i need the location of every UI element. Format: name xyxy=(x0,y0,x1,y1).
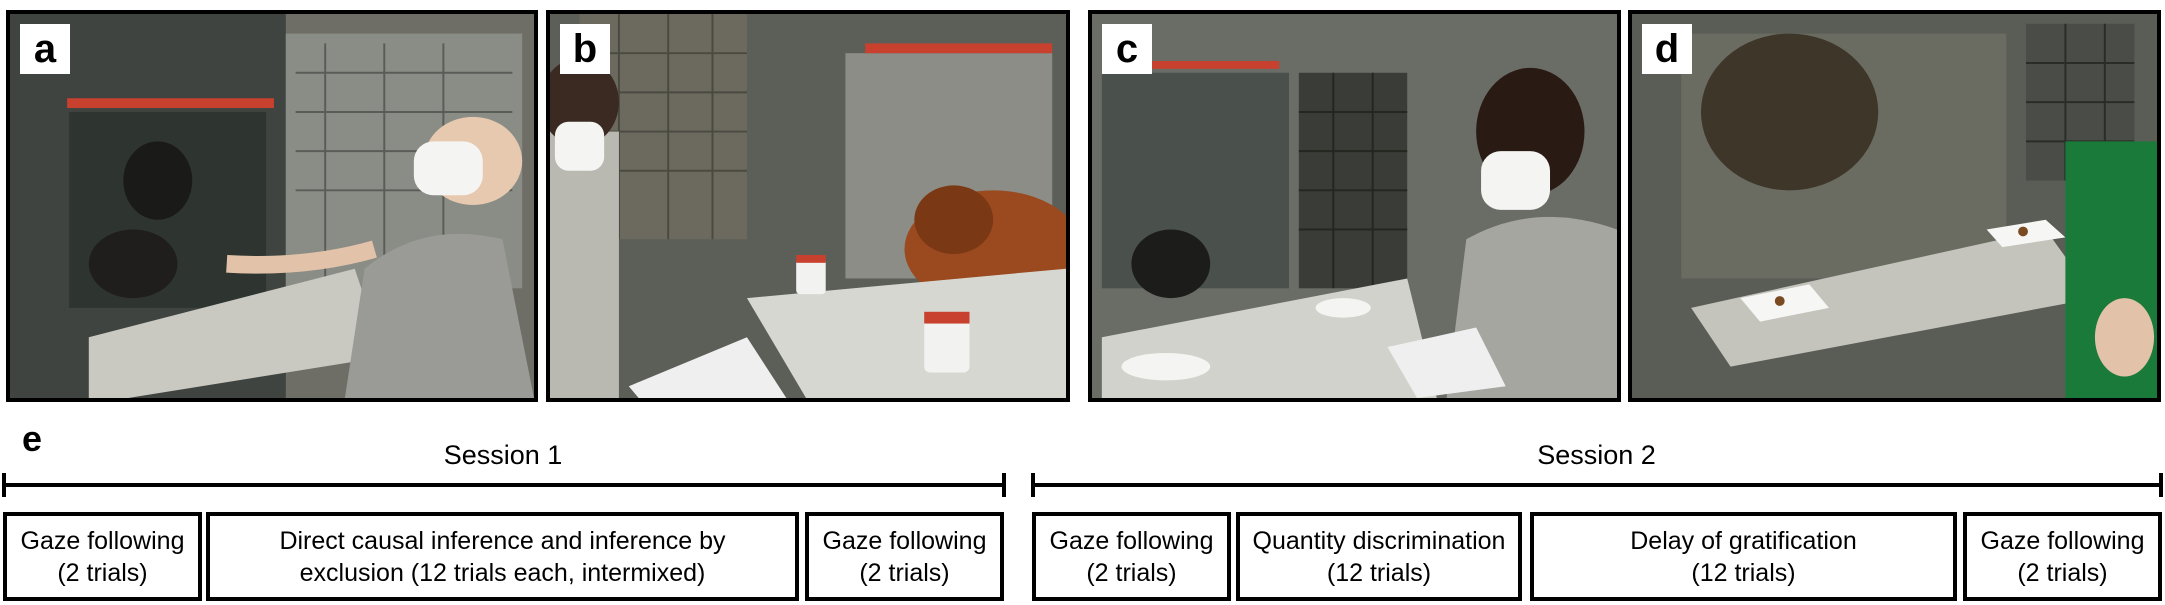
box-line-1: Gaze following xyxy=(1049,526,1214,555)
panel-label-c: c xyxy=(1102,24,1152,74)
panel-label-a: a xyxy=(20,24,70,74)
box-line-2: (2 trials) xyxy=(859,558,950,587)
box-line-2: (12 trials) xyxy=(1326,558,1432,587)
box-line-1: Direct causal inference and inference by xyxy=(279,526,726,555)
session-1-bracket xyxy=(2,473,1006,513)
photo-chimp-juvenile-with-experimenter xyxy=(1092,14,1617,398)
photo-orangutan-with-experimenter xyxy=(550,14,1066,398)
session-2-title: Session 2 xyxy=(1537,440,1656,470)
session-1-box-causal-inference: Direct causal inference and inference by… xyxy=(206,512,799,601)
photo-panel-d: d xyxy=(1628,10,2161,402)
session-2-bracket xyxy=(1031,473,2163,513)
photo-chimp-with-experimenter xyxy=(10,14,534,398)
box-line-1: Quantity discrimination xyxy=(1252,526,1506,555)
session-1-title: Session 1 xyxy=(443,440,563,470)
photo-panel-b: b xyxy=(546,10,1070,402)
session-2-box-quantity-discrimination: Quantity discrimination (12 trials) xyxy=(1236,512,1522,601)
box-line-2: (2 trials) xyxy=(1086,558,1177,587)
box-line-2: (12 trials) xyxy=(1691,558,1796,587)
session-2-box-delay-of-gratification: Delay of gratification (12 trials) xyxy=(1530,512,1957,601)
photo-panel-c: c xyxy=(1088,10,1621,402)
session-2-box-gaze-following-start: Gaze following (2 trials) xyxy=(1032,512,1231,601)
session-1-box-gaze-following-start: Gaze following (2 trials) xyxy=(3,512,202,601)
box-line-2: exclusion (12 trials each, intermixed) xyxy=(299,558,706,587)
box-line-1: Gaze following xyxy=(822,526,987,555)
box-line-1: Delay of gratification xyxy=(1630,526,1857,555)
box-line-2: (2 trials) xyxy=(2017,558,2108,587)
photo-panel-a: a xyxy=(6,10,538,402)
panel-label-b: b xyxy=(560,24,610,74)
session-1-box-gaze-following-end: Gaze following (2 trials) xyxy=(805,512,1004,601)
panel-label-d: d xyxy=(1642,24,1692,74)
panel-label-e: e xyxy=(22,418,43,459)
session-2-box-gaze-following-end: Gaze following (2 trials) xyxy=(1963,512,2162,601)
photo-empty-testing-table xyxy=(1632,14,2157,398)
box-line-1: Gaze following xyxy=(1980,526,2145,555)
box-line-1: Gaze following xyxy=(20,526,185,555)
box-line-2: (2 trials) xyxy=(57,558,148,587)
